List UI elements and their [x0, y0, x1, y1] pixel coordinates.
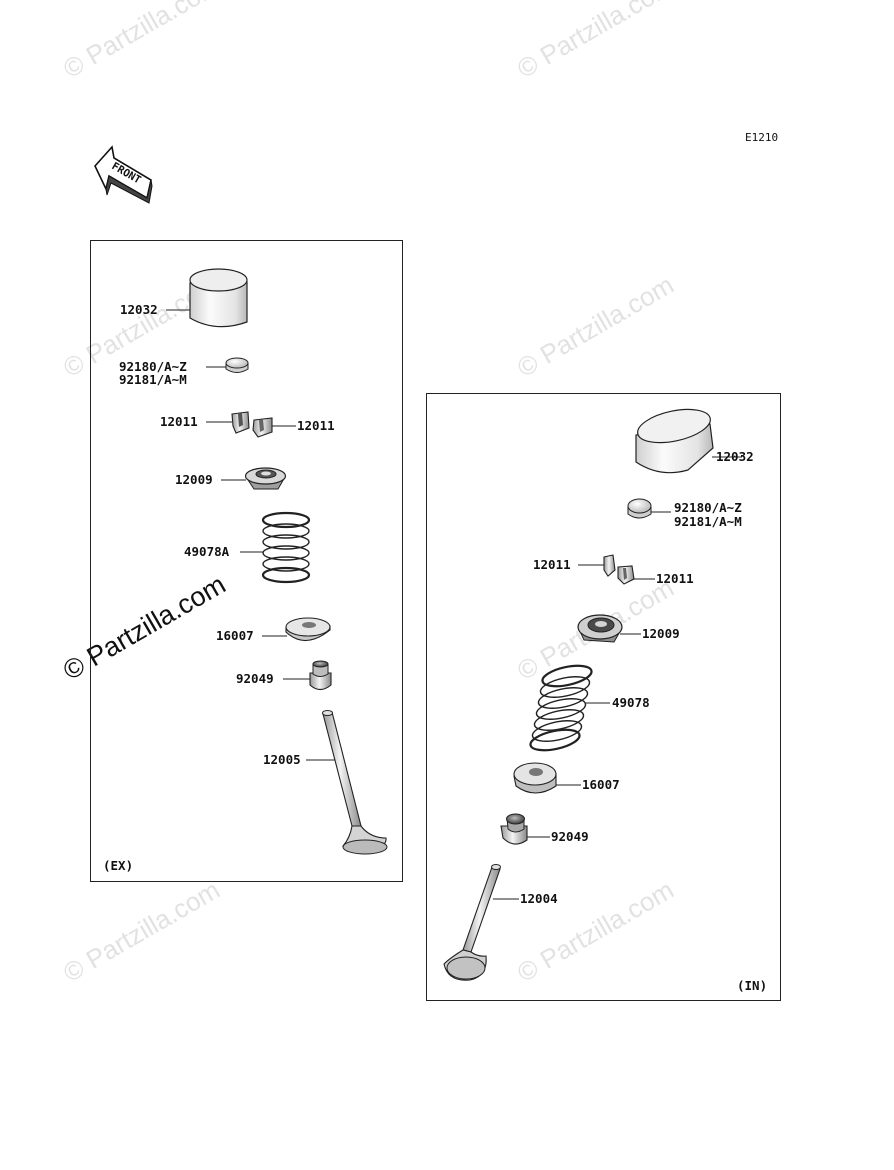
ex-shim-label-2: 92181/A~M [119, 372, 187, 387]
in-valve-part [443, 864, 501, 981]
ex-shim-label-1: 92180/A~Z [119, 359, 187, 374]
ex-retainer-part [244, 467, 287, 490]
in-retainer-label: 12009 [642, 626, 680, 641]
ex-cotter-label-right: 12011 [297, 418, 335, 433]
ex-retainer-label: 12009 [175, 472, 213, 487]
ex-seal-label: 92049 [236, 671, 274, 686]
in-shim-label-1: 92180/A~Z [674, 500, 742, 515]
ex-tappet-label: 12032 [120, 302, 158, 317]
in-seat-label: 16007 [582, 777, 620, 792]
ex-cotter-label-left: 12011 [160, 414, 198, 429]
in-cotter-part [603, 554, 635, 585]
panel-in: 12032 92180/A~Z 92181/A~M 12011 12011 [426, 393, 781, 1001]
ex-tappet-part [189, 268, 248, 328]
in-cotter-label-right: 12011 [656, 571, 694, 586]
panel-ex-tag: (EX) [103, 858, 133, 873]
ex-spring-part [261, 511, 311, 584]
ex-seat-label: 16007 [216, 628, 254, 643]
in-seal-label: 92049 [551, 829, 589, 844]
ex-cotter-part [231, 411, 273, 438]
in-tappet-label: 12032 [716, 449, 754, 464]
ex-seat-part [285, 617, 331, 642]
front-arrow-icon: FRONT [94, 145, 153, 204]
in-spring-part [529, 664, 593, 752]
in-seal-part [500, 813, 528, 845]
panel-ex-frame [90, 240, 403, 882]
ex-shim-part [225, 357, 249, 373]
diagram-code: E1210 [745, 131, 779, 144]
ex-valve-part [322, 710, 388, 855]
ex-valve-label: 12005 [263, 752, 301, 767]
ex-seal-part [309, 660, 332, 691]
in-shim-part [627, 498, 652, 519]
panel-in-frame [426, 393, 781, 1001]
ex-spring-label: 49078A [184, 544, 230, 559]
in-cotter-label-left: 12011 [533, 557, 571, 572]
in-retainer-part [577, 614, 623, 643]
in-spring-label: 49078 [612, 695, 650, 710]
in-shim-label-2: 92181/A~M [674, 514, 742, 529]
panel-ex: 12032 92180/A~Z 92181/A~M 12011 12011 [90, 240, 403, 882]
in-tappet-part [635, 408, 714, 474]
in-valve-label: 12004 [520, 891, 558, 906]
in-seat-part [513, 762, 557, 794]
panel-in-tag: (IN) [737, 978, 767, 993]
